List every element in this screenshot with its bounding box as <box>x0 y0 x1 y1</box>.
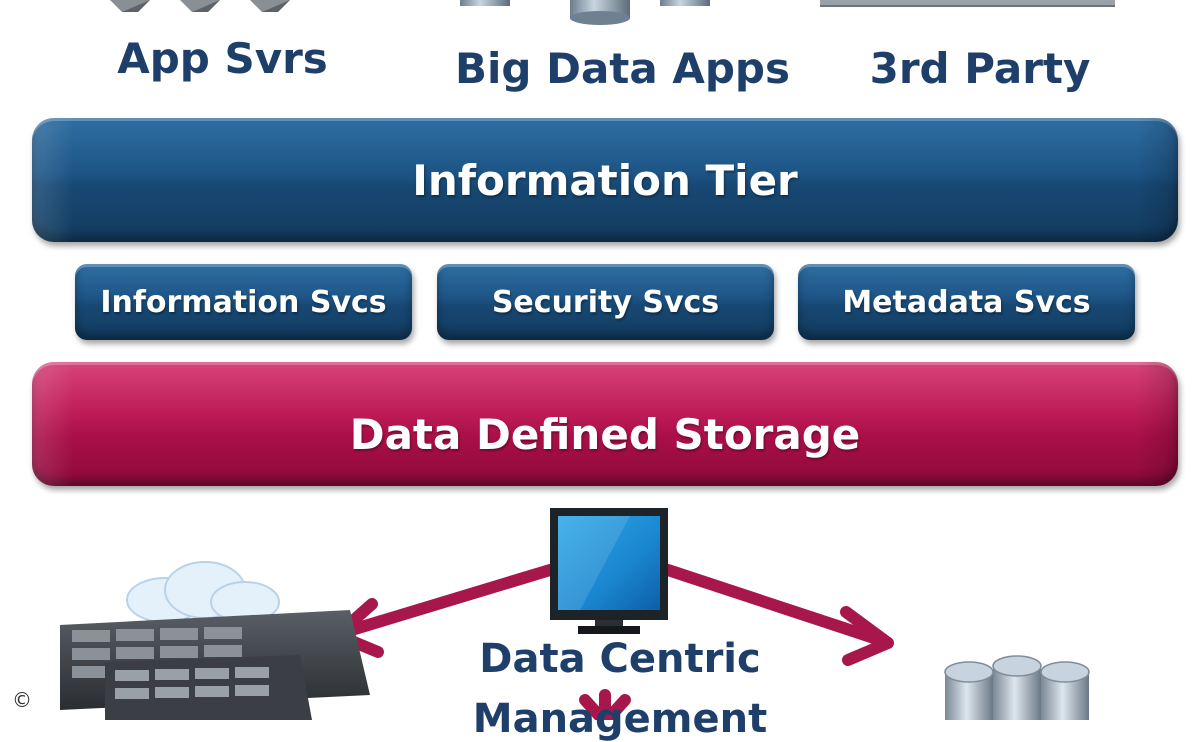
information-tier-label: Information Tier <box>412 155 798 205</box>
cloud-icon <box>126 561 280 623</box>
information-svcs-label: Information Svcs <box>100 284 387 320</box>
monitor-icon <box>550 508 668 634</box>
security-svcs-box: Security Svcs <box>437 264 774 340</box>
management-diagram <box>60 508 1090 720</box>
data-defined-storage-bar: Data Defined Storage <box>32 362 1178 486</box>
metadata-svcs-box: Metadata Svcs <box>798 264 1135 340</box>
copyright-mark: © <box>12 688 32 712</box>
database-cylinders-icon <box>460 0 710 25</box>
security-svcs-label: Security Svcs <box>491 284 720 320</box>
storage-array-icon <box>820 0 1115 7</box>
big-data-apps-label: Big Data Apps <box>455 44 790 93</box>
storage-array-icon <box>60 610 370 720</box>
management-label: Management <box>472 696 768 742</box>
server-rack-icon <box>110 0 290 12</box>
information-svcs-box: Information Svcs <box>75 264 412 340</box>
data-centric-label: Data Centric <box>479 636 761 682</box>
third-party-label: 3rd Party <box>869 44 1091 93</box>
information-tier-bar: Information Tier <box>32 118 1178 242</box>
app-svrs-label: App Svrs <box>117 34 328 83</box>
metadata-svcs-label: Metadata Svcs <box>842 284 1091 320</box>
data-defined-storage-label: Data Defined Storage <box>349 409 861 459</box>
database-cylinders-icon <box>944 655 1090 720</box>
